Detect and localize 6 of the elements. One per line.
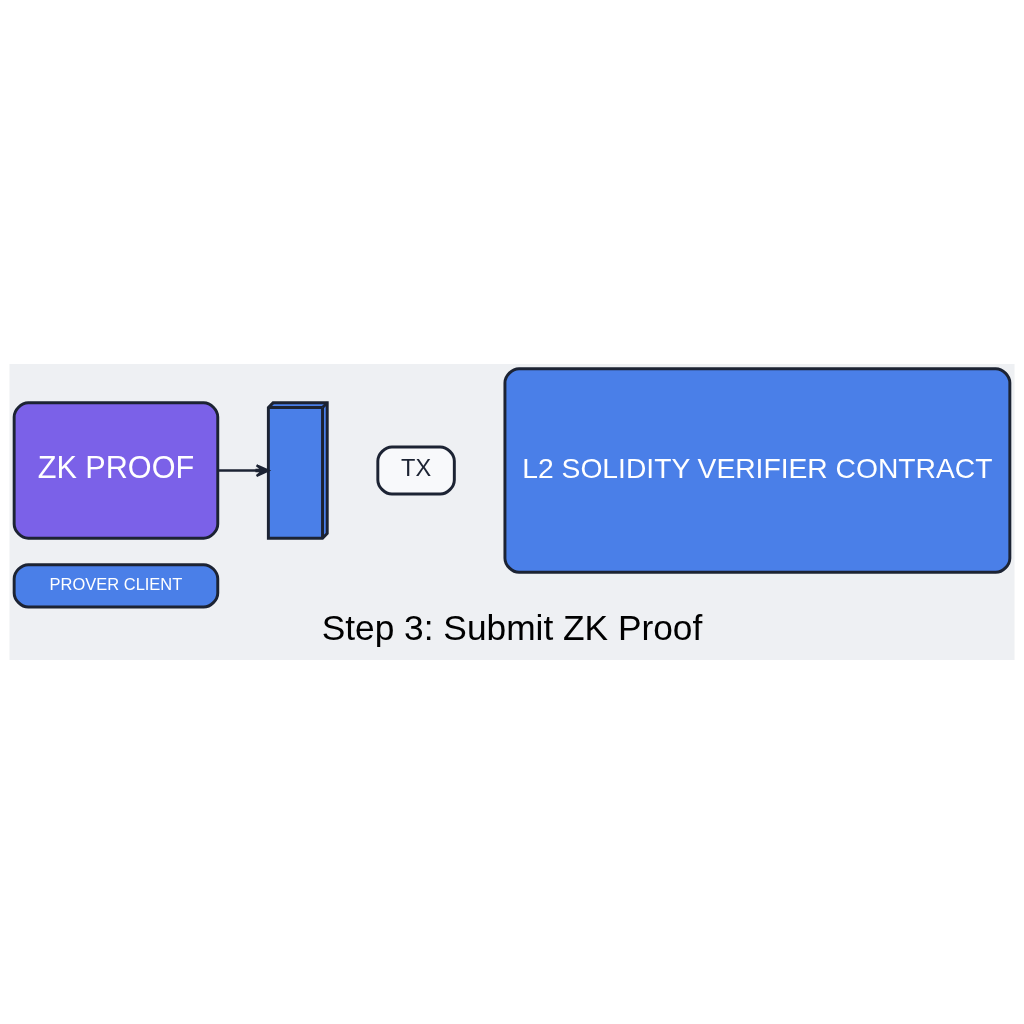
node-box: L2 SOLIDITY VERIFIER CONTRACT [503, 367, 1012, 574]
caption: Step 3: Submit ZK Proof [321, 607, 703, 647]
node-box: TX [376, 445, 456, 496]
node-box: PROVER CLIENT [12, 563, 220, 609]
node-box: ZK PROOF [12, 401, 220, 540]
arrow [217, 464, 270, 477]
